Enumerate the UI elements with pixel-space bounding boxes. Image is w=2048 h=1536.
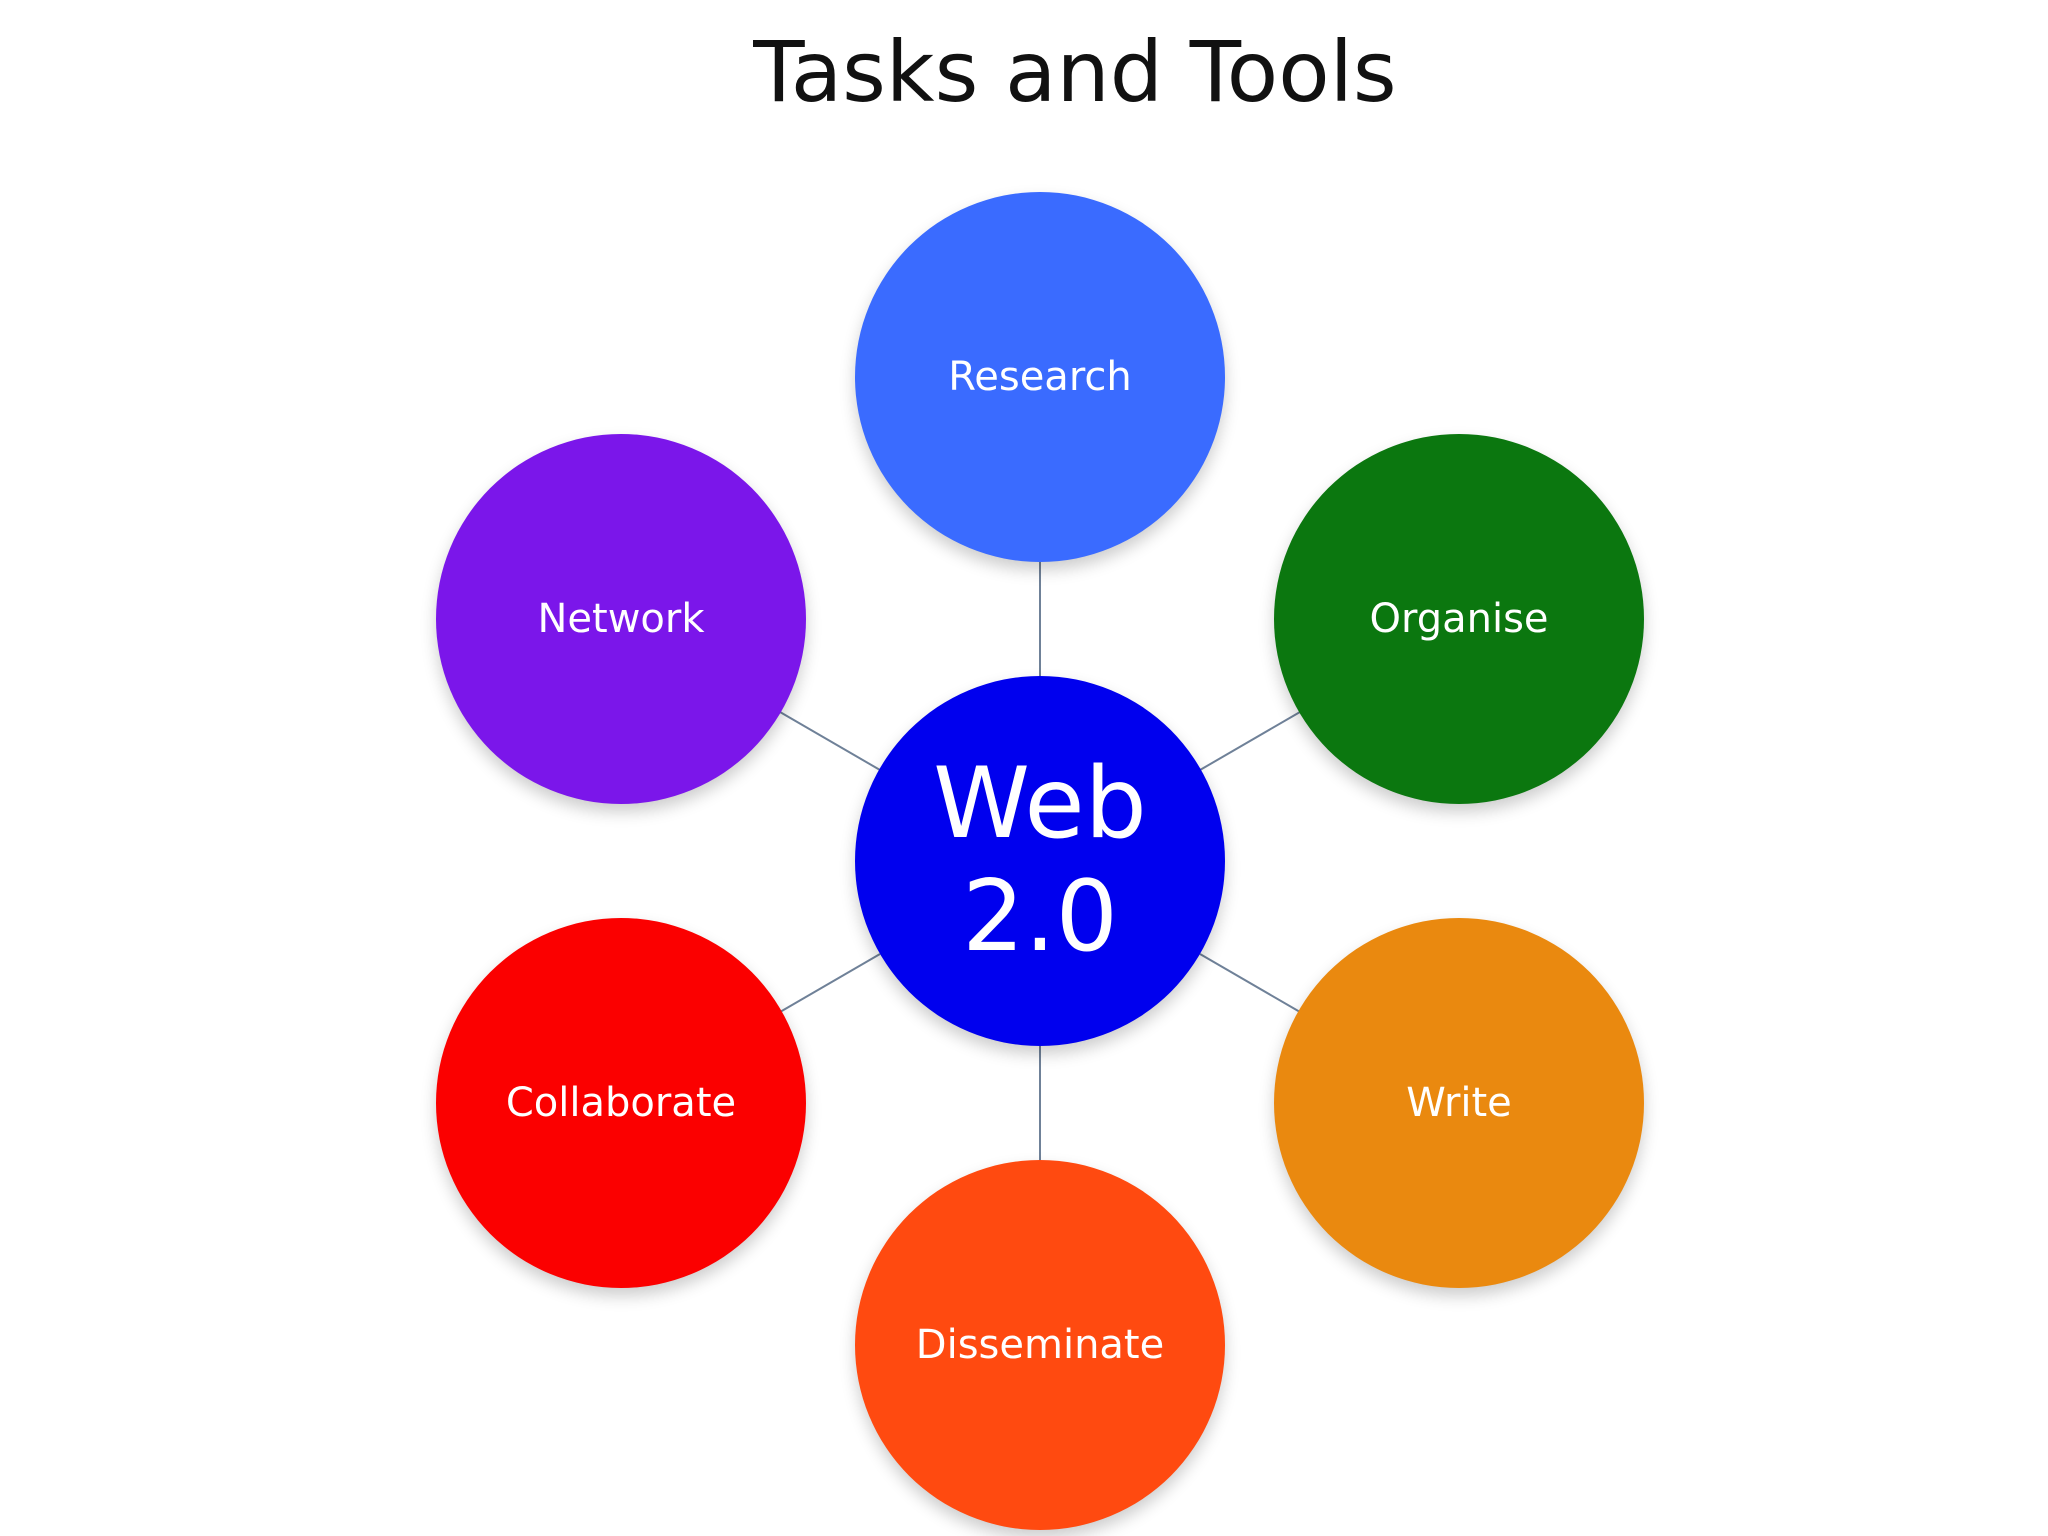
node-disseminate-label: Disseminate xyxy=(915,1322,1165,1368)
node-collaborate-label: Collaborate xyxy=(505,1080,737,1126)
node-network: Network xyxy=(436,434,806,804)
node-research-label: Research xyxy=(948,354,1132,400)
node-collaborate: Collaborate xyxy=(436,918,806,1288)
center-node: Web 2.0 xyxy=(855,676,1225,1046)
connector-network xyxy=(779,711,881,771)
node-network-label: Network xyxy=(537,596,705,642)
node-write: Write xyxy=(1274,918,1644,1288)
node-organise: Organise xyxy=(1274,434,1644,804)
node-organise-label: Organise xyxy=(1369,596,1549,642)
connector-organise xyxy=(1199,711,1301,771)
connector-collaborate xyxy=(779,953,881,1013)
page-title: Tasks and Tools xyxy=(753,23,1397,121)
center-node-label: Web 2.0 xyxy=(933,747,1147,974)
node-write-label: Write xyxy=(1406,1080,1512,1126)
node-research: Research xyxy=(855,192,1225,562)
connector-write xyxy=(1199,953,1301,1013)
node-disseminate: Disseminate xyxy=(855,1160,1225,1530)
